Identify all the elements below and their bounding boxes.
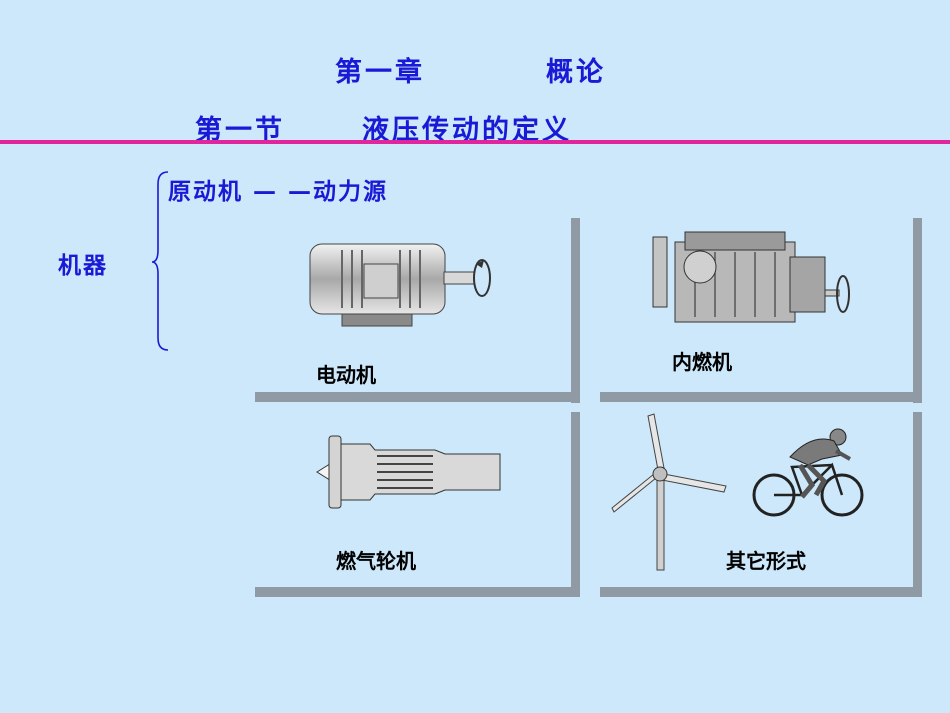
cyclist-icon	[752, 428, 864, 517]
panel-caption-gas-turbine: 燃气轮机	[336, 549, 416, 573]
brace-icon	[151, 171, 169, 351]
machine-label: 机器	[58, 253, 108, 279]
chapter-title: 概论	[546, 57, 606, 88]
electric-motor-icon	[309, 243, 491, 327]
gas-turbine-icon	[316, 435, 501, 509]
panel-caption-combustion-engine: 内燃机	[672, 350, 732, 374]
panel-caption-electric-motor: 电动机	[316, 363, 376, 387]
chapter-number: 第一章	[335, 57, 425, 88]
header-divider	[0, 140, 950, 144]
combustion-engine-icon	[652, 231, 850, 323]
panel-caption-other-forms: 其它形式	[726, 549, 806, 573]
prime-mover-label: 原动机 — —动力源	[168, 179, 389, 205]
wind-turbine-icon	[611, 413, 727, 571]
